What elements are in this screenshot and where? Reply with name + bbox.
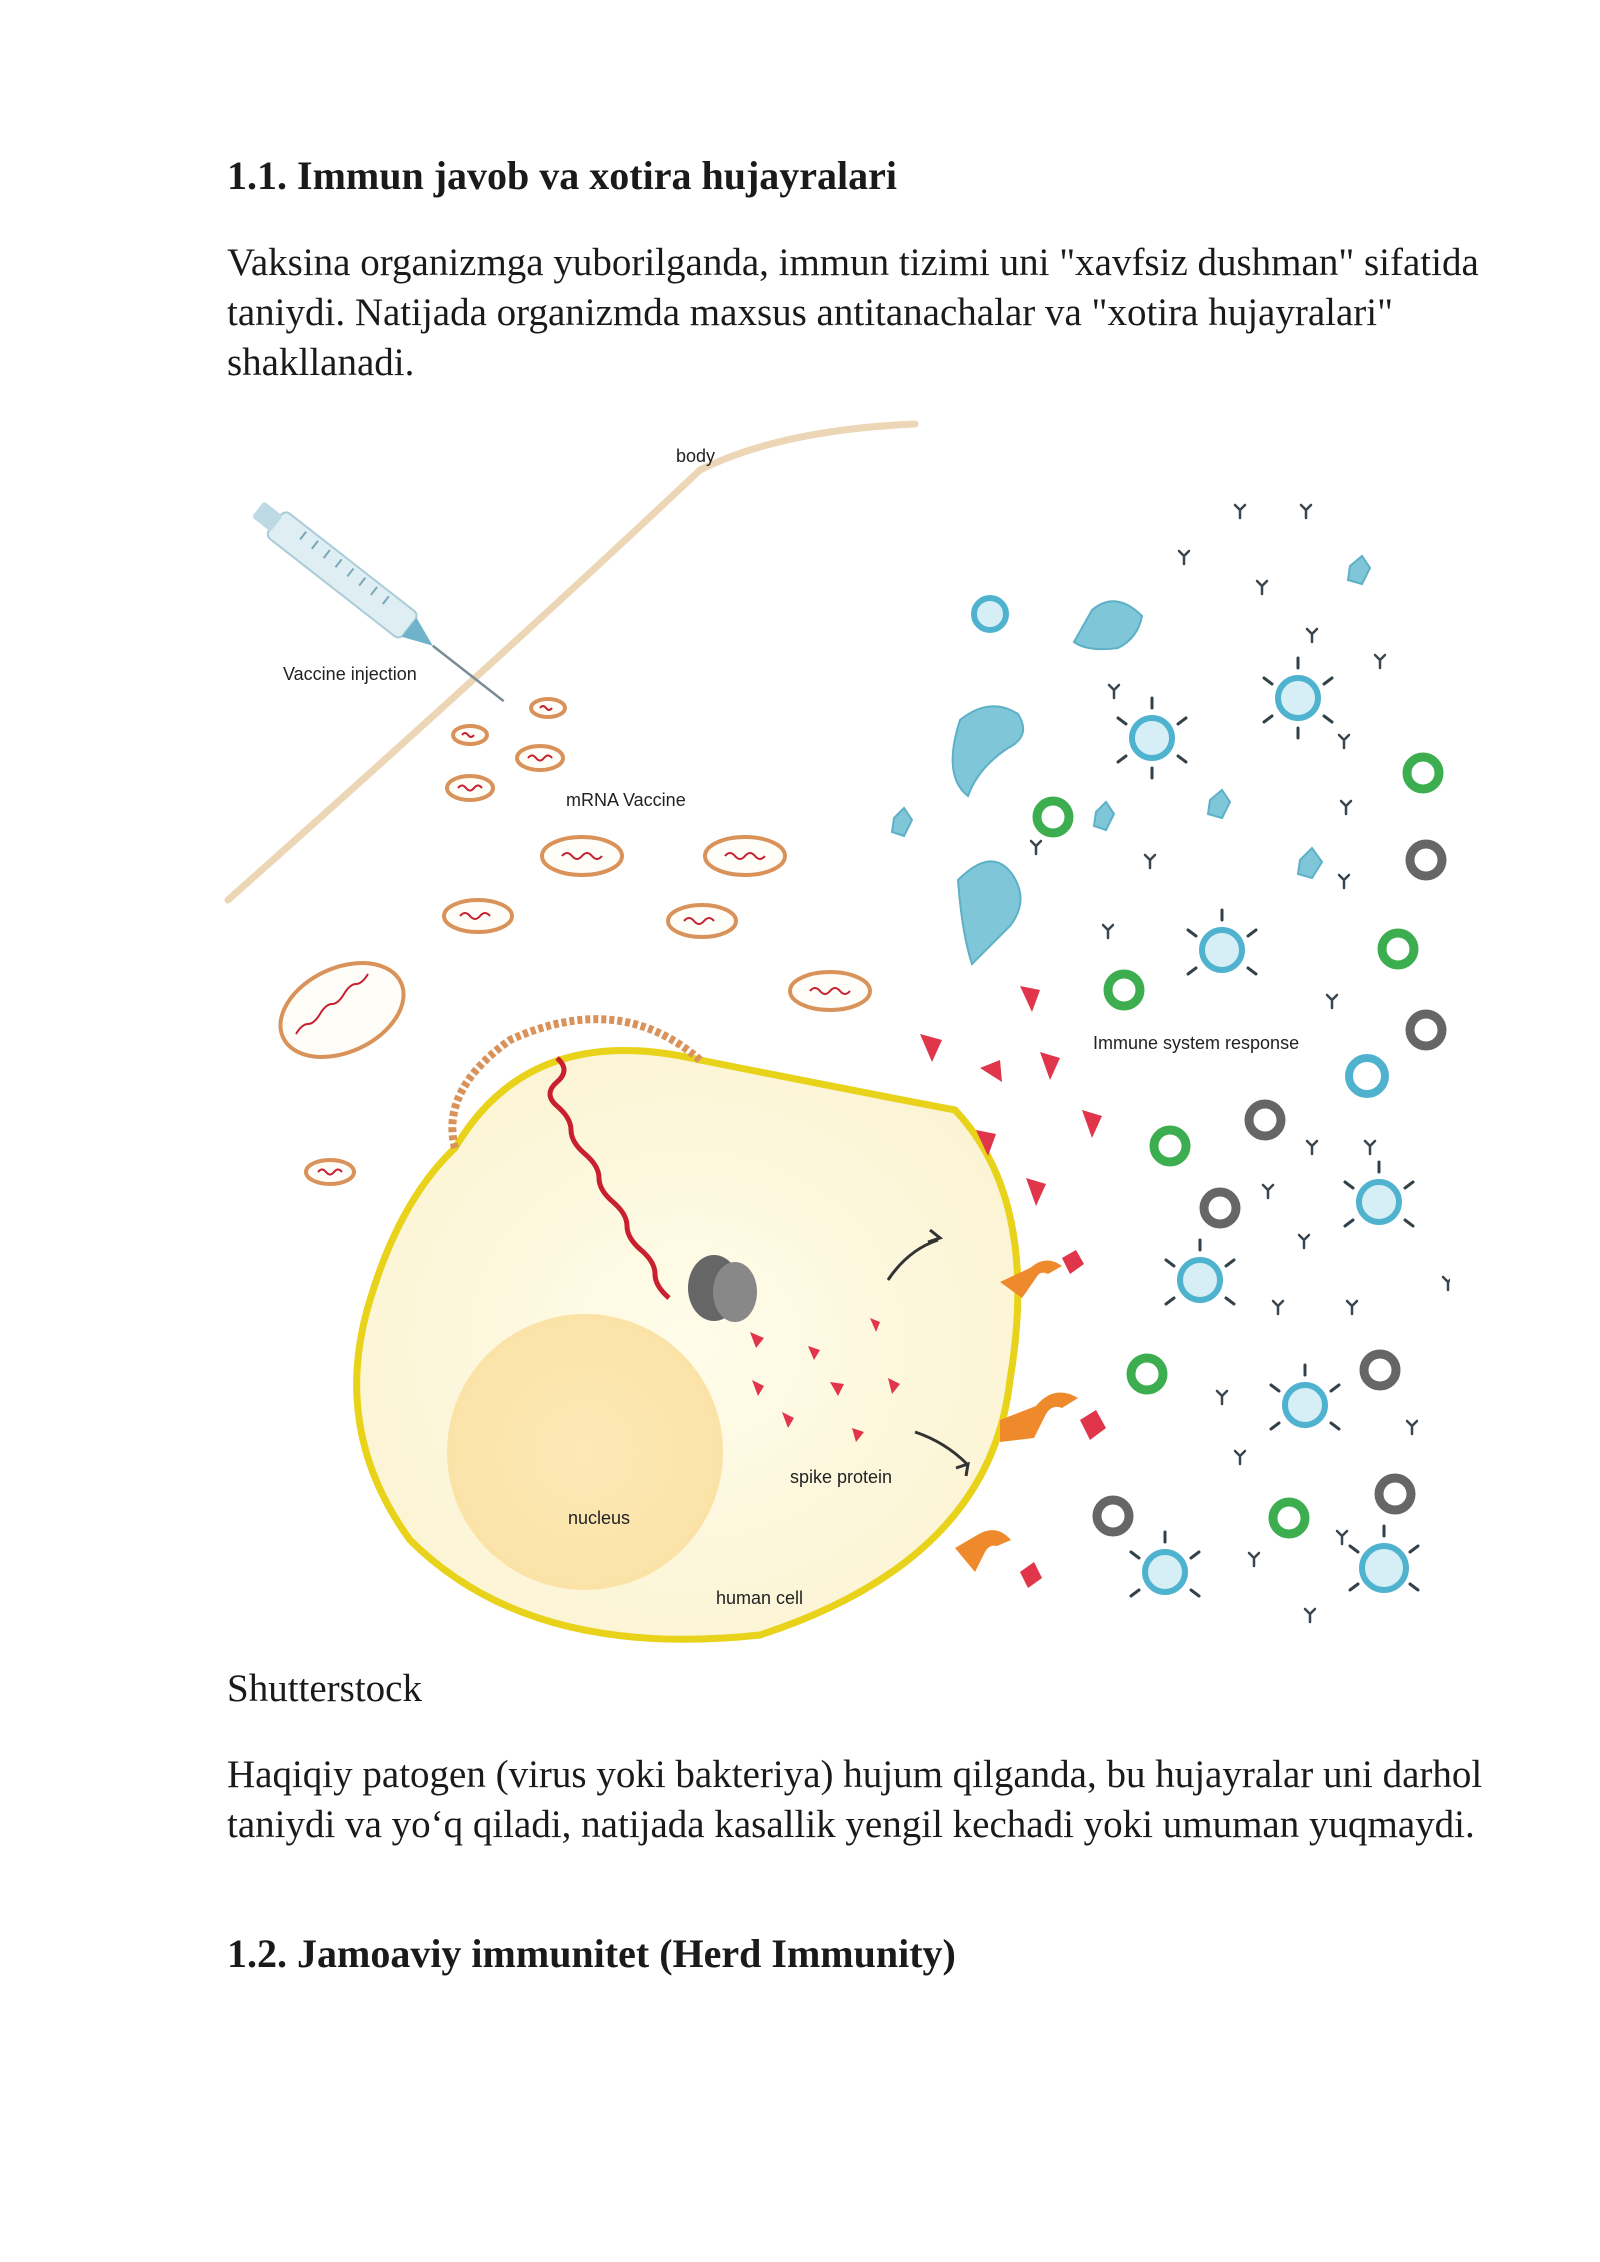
body-label: body (676, 446, 715, 466)
bound-spike-proteins (1020, 1250, 1106, 1588)
immune-cell-spikes (1116, 656, 1420, 1598)
macrophage-cells (890, 554, 1372, 966)
nucleus-label: nucleus (568, 1508, 630, 1528)
endosome-arc (448, 1015, 703, 1149)
free-spike-proteins (920, 986, 1102, 1206)
intro-paragraph: Vaksina organizmga yuborilganda, immun t… (227, 241, 1479, 384)
section-heading-1-1: 1.1. Immun javob va xotira hujayralari (227, 153, 897, 198)
immune-response-label: Immune system response (1093, 1033, 1299, 1053)
human-cell-label: human cell (716, 1588, 803, 1608)
spike-protein-label: spike protein (790, 1467, 892, 1487)
mrna-helix (547, 1056, 671, 1300)
syringe-icon (252, 502, 505, 703)
vaccine-injection-label: Vaccine injection (283, 664, 417, 684)
immune-cells (971, 595, 1409, 1595)
nucleus (447, 1314, 723, 1590)
pathogen-paragraph: Haqiqiy patogen (virus yoki bakteriya) h… (227, 1753, 1483, 1846)
arrow-down-icon (914, 1430, 969, 1466)
ribosome-icon (688, 1255, 757, 1322)
activated-cell (1345, 1054, 1389, 1098)
mrna-vaccine-label: mRNA Vaccine (566, 790, 686, 810)
figure-caption: Shutterstock (227, 1667, 422, 1710)
antibodies (1029, 503, 1450, 1624)
receptor-proteins (955, 1260, 1078, 1572)
body-skin-line (224, 420, 919, 904)
vaccine-mechanism-figure: body Vaccine injection (224, 420, 1450, 1643)
section-heading-1-2: 1.2. Jamoaviy immunitet (Herd Immunity) (227, 1931, 956, 1976)
mrna-strands (295, 705, 851, 1176)
memory-cells-green (1032, 752, 1444, 1539)
spike-proteins (750, 1318, 900, 1442)
memory-cells-gray (1092, 839, 1447, 1537)
